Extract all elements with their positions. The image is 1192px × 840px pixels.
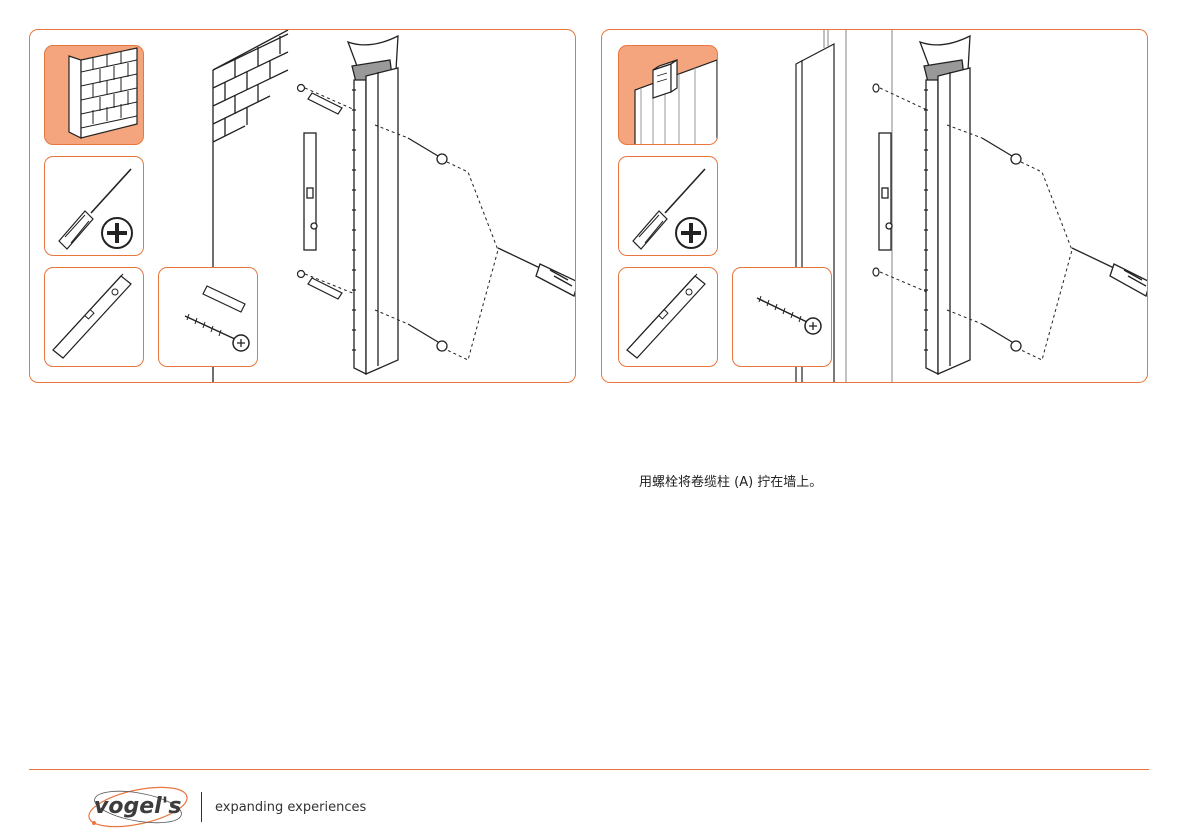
- dashed-guides: [305, 88, 498, 360]
- spirit-level-drawing: [879, 133, 892, 250]
- screwdriver-box: [44, 156, 144, 256]
- screwdriver-drawing: [1072, 248, 1148, 296]
- svg-text:vogel's: vogel's: [94, 794, 182, 819]
- screw-box: [732, 267, 832, 367]
- vogels-logo: vogel's: [80, 783, 200, 829]
- screwdriver-box: [618, 156, 718, 256]
- wall-type-box: [618, 45, 718, 145]
- screwdriver-phillips-icon: [45, 157, 144, 256]
- tagline: expanding experiences: [215, 800, 366, 815]
- wall-plug-screw-icon: [159, 268, 258, 367]
- screws: [982, 138, 1021, 351]
- footer-divider: [29, 769, 1149, 770]
- screwdriver-phillips-icon: [619, 157, 718, 256]
- screwdriver-drawing: [498, 248, 576, 296]
- brick-wall-icon: [45, 46, 144, 145]
- screws: [408, 138, 447, 351]
- stud-wall-icon: [619, 46, 718, 145]
- drill-marks: [873, 84, 879, 276]
- spirit-level-icon: [45, 268, 144, 367]
- cable-column-drawing: [348, 36, 398, 374]
- illustration-panel-left: [29, 29, 576, 383]
- illustration-panel-right: [601, 29, 1148, 383]
- cable-column-drawing: [920, 36, 970, 374]
- fixings-box: [158, 267, 258, 367]
- logo-divider: [201, 792, 202, 822]
- spirit-level-box: [44, 267, 144, 367]
- spirit-level-box: [618, 267, 718, 367]
- wall-type-box: [44, 45, 144, 145]
- screw-icon: [733, 268, 832, 367]
- spirit-level-drawing: [304, 133, 317, 250]
- instruction-text: 用螺栓将卷缆柱 (A) 拧在墙上。: [639, 471, 822, 490]
- spirit-level-icon: [619, 268, 718, 367]
- dashed-guides: [880, 88, 1072, 360]
